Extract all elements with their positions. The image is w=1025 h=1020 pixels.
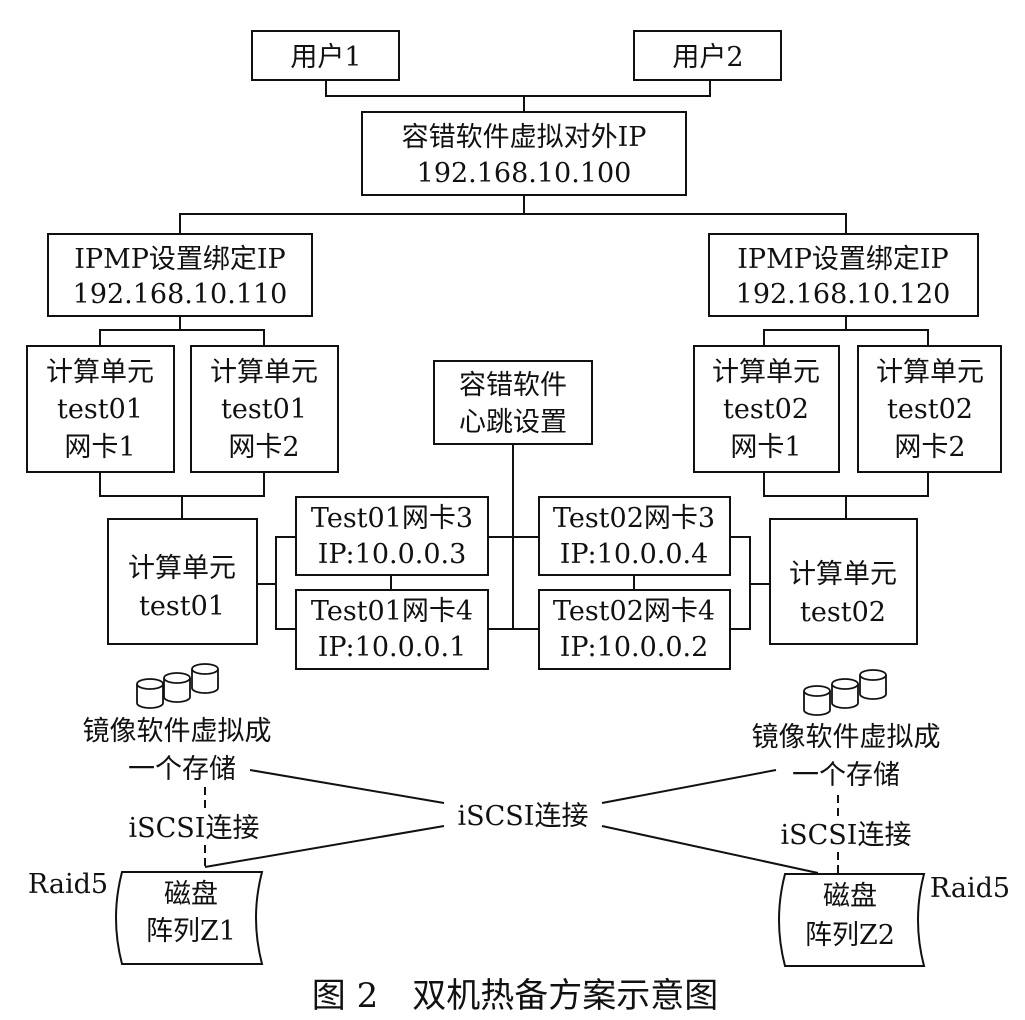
ipmp-left-address: 192.168.10.110 (73, 279, 288, 310)
nic4-left-ip: IP:10.0.0.1 (318, 632, 467, 663)
raid-right-shape (778, 873, 926, 967)
nic-left-2-line2: test01 (221, 394, 307, 425)
heartbeat-box (433, 360, 593, 445)
nic-left-1-line3: 网卡1 (64, 432, 135, 463)
nic-right-2-line1: 计算单元 (876, 357, 984, 388)
virtual-ip-address: 192.168.10.100 (417, 158, 632, 189)
mirror-right-line1: 镜像软件虚拟成 (752, 722, 941, 753)
nic3-left-ip: IP:10.0.0.3 (318, 539, 467, 570)
compute-left-line1: 计算单元 (128, 553, 236, 584)
ipmp-left-box (47, 233, 313, 317)
nic3-right-box (538, 496, 731, 576)
raid-right-line1: 磁盘 (823, 881, 877, 912)
nic-left-2-box (190, 345, 339, 473)
virtual-ip-box (361, 111, 687, 196)
nic3-left-name: Test01网卡3 (311, 503, 473, 534)
nic-right-2-line2: test02 (887, 394, 973, 425)
nic-right-1-line2: test02 (723, 394, 809, 425)
user2-label: 用户2 (672, 42, 743, 73)
raid-left-shape (115, 871, 264, 965)
compute-right-box (769, 518, 918, 645)
ipmp-left-title: IPMP设置绑定IP (74, 244, 285, 275)
nic3-left-box (295, 496, 489, 576)
compute-left-line2: test01 (139, 591, 225, 622)
nic-left-1-line1: 计算单元 (46, 357, 154, 388)
connector-lines (99, 80, 929, 874)
nic4-right-name: Test02网卡4 (553, 596, 715, 627)
iscsi-center-label: iSCSI连接 (458, 801, 589, 832)
raid-right-type: Raid5 (930, 873, 1010, 904)
disk-stack-left-icon (136, 663, 219, 709)
ipmp-right-box (708, 233, 979, 317)
ipmp-right-title: IPMP设置绑定IP (737, 244, 948, 275)
nic4-left-box (295, 589, 489, 670)
nic-left-1-box (26, 345, 175, 473)
virtual-ip-title: 容错软件虚拟对外IP (402, 122, 647, 153)
nic-left-2-line3: 网卡2 (228, 432, 299, 463)
compute-right-line2: test02 (800, 597, 886, 628)
mirror-left-line2: 一个存储 (128, 754, 236, 785)
user1-box (251, 30, 400, 81)
nic-left-2-line1: 计算单元 (210, 357, 318, 388)
ipmp-right-address: 192.168.10.120 (736, 279, 951, 310)
raid-left-type: Raid5 (28, 869, 108, 900)
nic-right-1-line1: 计算单元 (712, 357, 820, 388)
disk-stack-right-icon (803, 669, 887, 716)
nic-right-1-box (693, 345, 840, 473)
raid-right-line2: 阵列Z2 (805, 920, 895, 951)
nic3-right-ip: IP:10.0.0.4 (560, 539, 709, 570)
compute-right-line1: 计算单元 (789, 559, 897, 590)
user2-box (633, 30, 782, 81)
nic3-right-name: Test02网卡3 (553, 503, 715, 534)
mirror-right-line2: 一个存储 (792, 760, 900, 791)
user1-label: 用户1 (290, 42, 361, 73)
iscsi-right-label: iSCSI连接 (781, 820, 912, 851)
raid-left-line2: 阵列Z1 (146, 916, 236, 947)
heartbeat-line1: 容错软件 (459, 370, 567, 401)
iscsi-left-label: iSCSI连接 (129, 813, 260, 844)
figure-caption: 图 2 双机热备方案示意图 (312, 976, 718, 1016)
nic-left-1-line2: test01 (57, 394, 143, 425)
compute-left-box (107, 518, 258, 645)
nic-right-2-line3: 网卡2 (894, 432, 965, 463)
nic4-left-name: Test01网卡4 (311, 596, 473, 627)
nic-right-2-box (857, 345, 1002, 473)
nic4-right-box (538, 589, 731, 670)
nic4-right-ip: IP:10.0.0.2 (560, 632, 709, 663)
raid-left-line1: 磁盘 (164, 879, 218, 910)
nic-right-1-line3: 网卡1 (730, 432, 801, 463)
heartbeat-line2: 心跳设置 (459, 407, 567, 438)
mirror-left-line1: 镜像软件虚拟成 (83, 716, 272, 747)
